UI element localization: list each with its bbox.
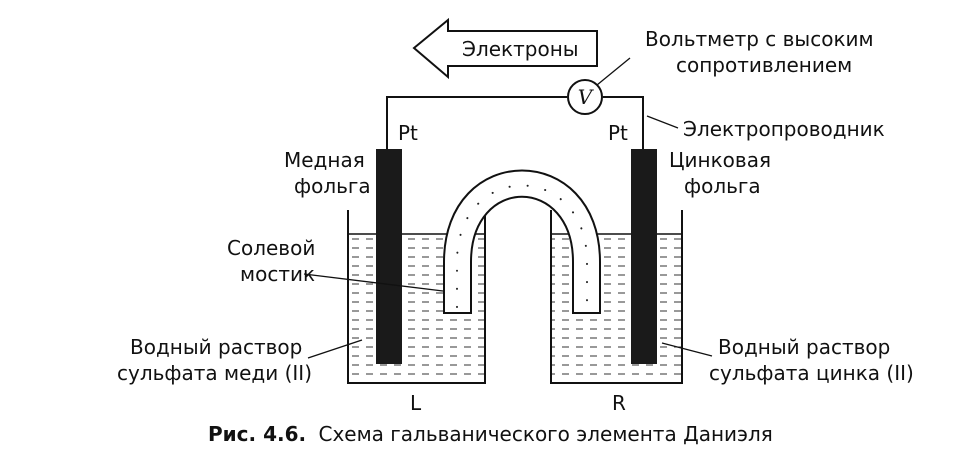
copper-electrode	[376, 149, 402, 364]
copper-foil-label-line2: фольга	[294, 174, 371, 198]
pt-left-label: Pt	[398, 121, 418, 145]
voltmeter-label-line1: Вольтметр с высоким	[645, 27, 874, 51]
copper-solution-label-line1: Водный раствор	[130, 335, 302, 359]
voltmeter: V	[567, 79, 603, 115]
figure-caption-text: Схема гальванического элемента Даниэля	[318, 422, 772, 446]
salt-bridge-label-line2: мостик	[240, 262, 315, 286]
salt-bridge-leader	[303, 273, 444, 292]
zinc-solution-label-line2: сульфата цинка (II)	[709, 361, 914, 385]
zinc-electrode	[631, 149, 657, 364]
voltmeter-symbol: V	[578, 85, 595, 109]
conductor-label: Электропроводник	[683, 117, 885, 141]
figure-caption: Рис. 4.6. Схема гальванического элемента…	[208, 422, 773, 446]
copper-solution-label-line2: сульфата меди (II)	[117, 361, 312, 385]
external-wire	[386, 96, 644, 151]
salt-bridge-label-line1: Солевой	[227, 236, 315, 260]
figure-number: Рис. 4.6.	[208, 422, 306, 446]
voltmeter-label-line2: сопротивлением	[676, 53, 852, 77]
conductor-leader	[646, 115, 679, 129]
copper-solution-leader	[307, 339, 363, 359]
left-cell-label: L	[410, 391, 422, 415]
zinc-solution-leader	[661, 342, 713, 357]
voltmeter-leader	[596, 57, 631, 86]
copper-foil-label-line1: Медная	[284, 148, 365, 172]
pt-right-label: Pt	[608, 121, 628, 145]
zinc-solution-label-line1: Водный раствор	[718, 335, 890, 359]
salt-bridge	[443, 169, 601, 314]
electron-flow-arrow: Электроны	[412, 17, 598, 80]
zinc-foil-label-line1: Цинковая	[669, 148, 771, 172]
voltmeter-circle	[567, 79, 603, 115]
zinc-foil-label-line2: фольга	[684, 174, 761, 198]
zinc-sulfate-solution	[551, 234, 682, 383]
electrons-label: Электроны	[462, 37, 579, 61]
right-cell-label: R	[612, 391, 626, 415]
